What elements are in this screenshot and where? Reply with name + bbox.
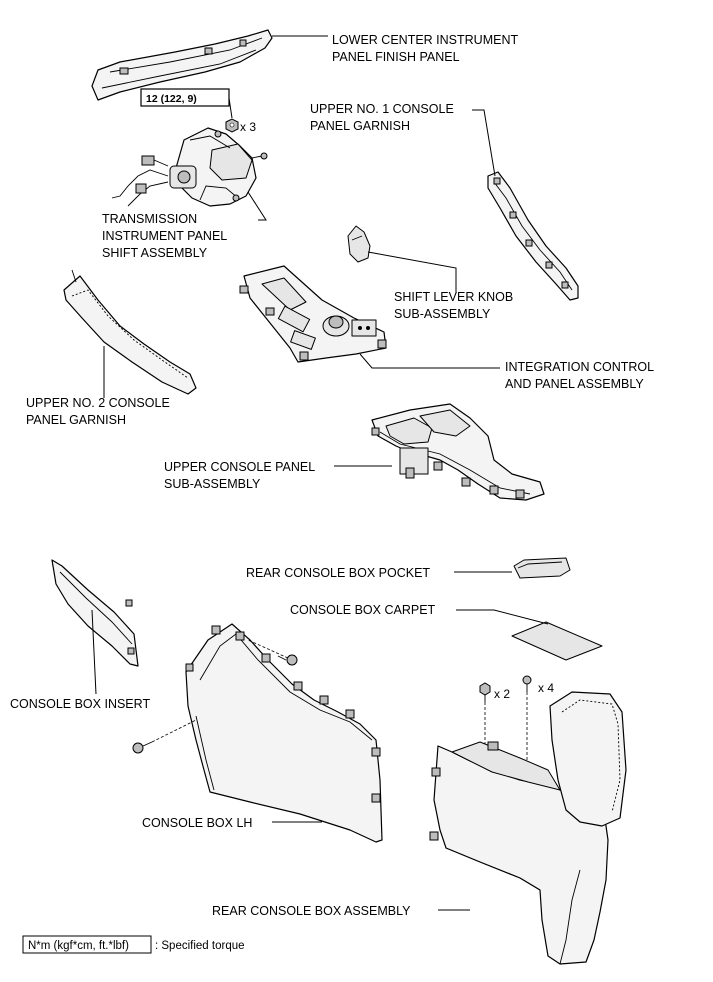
label-carpet: CONSOLE BOX CARPET <box>290 603 436 617</box>
clip-upper-icon <box>277 654 298 666</box>
label-insert: CONSOLE BOX INSERT <box>10 697 150 711</box>
legend-box <box>22 935 152 954</box>
torque-box <box>140 88 230 107</box>
upper-console-panel <box>371 403 545 501</box>
console-box-insert <box>51 559 139 667</box>
upper-no1-console-garnish <box>487 171 579 301</box>
lower-center-finish-panel <box>91 29 273 101</box>
legend-text: : Specified torque <box>155 940 245 952</box>
nut-icon <box>225 118 239 133</box>
rear-console-box-assembly <box>429 691 627 965</box>
screw-quantity: x 4 <box>538 681 554 695</box>
label-transmission-line3: SHIFT ASSEMBLY <box>102 246 208 260</box>
torque-value: 12 (122, 9) <box>146 93 197 105</box>
clip-lower-icon <box>132 741 153 754</box>
label-shift-knob-line2: SUB-ASSEMBLY <box>394 307 491 321</box>
integration-control-panel <box>239 265 387 363</box>
bolt-icon <box>479 682 491 702</box>
shift-lever-knob <box>347 225 371 263</box>
label-integration-line2: AND PANEL ASSEMBLY <box>505 377 644 391</box>
rear-console-box-pocket <box>513 557 571 579</box>
transmission-shift-assembly <box>111 127 268 207</box>
label-rear-assembly: REAR CONSOLE BOX ASSEMBLY <box>212 904 411 918</box>
label-transmission-line1: TRANSMISSION <box>102 212 197 226</box>
label-upper-console-line1: UPPER CONSOLE PANEL <box>164 460 315 474</box>
label-upper-no2-line2: PANEL GARNISH <box>26 413 126 427</box>
label-transmission-line2: INSTRUMENT PANEL <box>102 229 227 243</box>
legend-unit: N*m (kgf*cm, ft.*lbf) <box>28 940 129 952</box>
label-upper-no2-line1: UPPER NO. 2 CONSOLE <box>26 396 170 410</box>
console-box-lh <box>185 623 383 843</box>
console-box-carpet <box>511 621 603 661</box>
label-lower-center-line2: PANEL FINISH PANEL <box>332 50 460 64</box>
label-rear-pocket: REAR CONSOLE BOX POCKET <box>246 566 430 580</box>
label-integration-line1: INTEGRATION CONTROL <box>505 360 654 374</box>
screw-icon <box>522 675 532 692</box>
upper-no2-console-garnish <box>63 269 197 395</box>
label-console-lh: CONSOLE BOX LH <box>142 816 252 830</box>
label-lower-center-line1: LOWER CENTER INSTRUMENT <box>332 33 518 47</box>
bolt-quantity: x 2 <box>494 687 510 701</box>
label-upper-no1-line1: UPPER NO. 1 CONSOLE <box>310 102 454 116</box>
nut-quantity: x 3 <box>240 120 256 134</box>
label-upper-console-line2: SUB-ASSEMBLY <box>164 477 261 491</box>
label-shift-knob-line1: SHIFT LEVER KNOB <box>394 290 513 304</box>
label-upper-no1-line2: PANEL GARNISH <box>310 119 410 133</box>
